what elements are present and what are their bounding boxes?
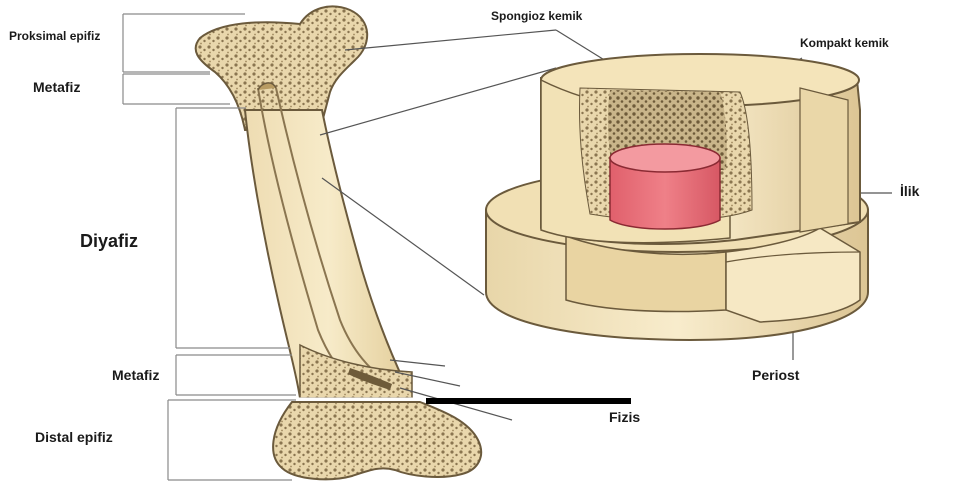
label-diyafiz: Diyafiz — [80, 232, 138, 250]
label-metafiz-top: Metafiz — [33, 80, 80, 94]
label-kompakt-kemik: Kompakt kemik — [800, 37, 889, 49]
label-ilik: İlik — [900, 184, 919, 198]
femur-bone — [196, 6, 482, 479]
fizis-bar — [426, 398, 631, 404]
bone-cross-section — [486, 54, 868, 340]
label-fizis: Fizis — [609, 410, 640, 424]
label-distal-epifiz: Distal epifiz — [35, 430, 113, 444]
label-periost: Periost — [752, 368, 799, 382]
label-spongioz-kemik: Spongioz kemik — [491, 10, 582, 22]
label-metafiz-bottom: Metafiz — [112, 368, 159, 382]
label-proksimal-epifiz: Proksimal epifiz — [9, 30, 100, 42]
